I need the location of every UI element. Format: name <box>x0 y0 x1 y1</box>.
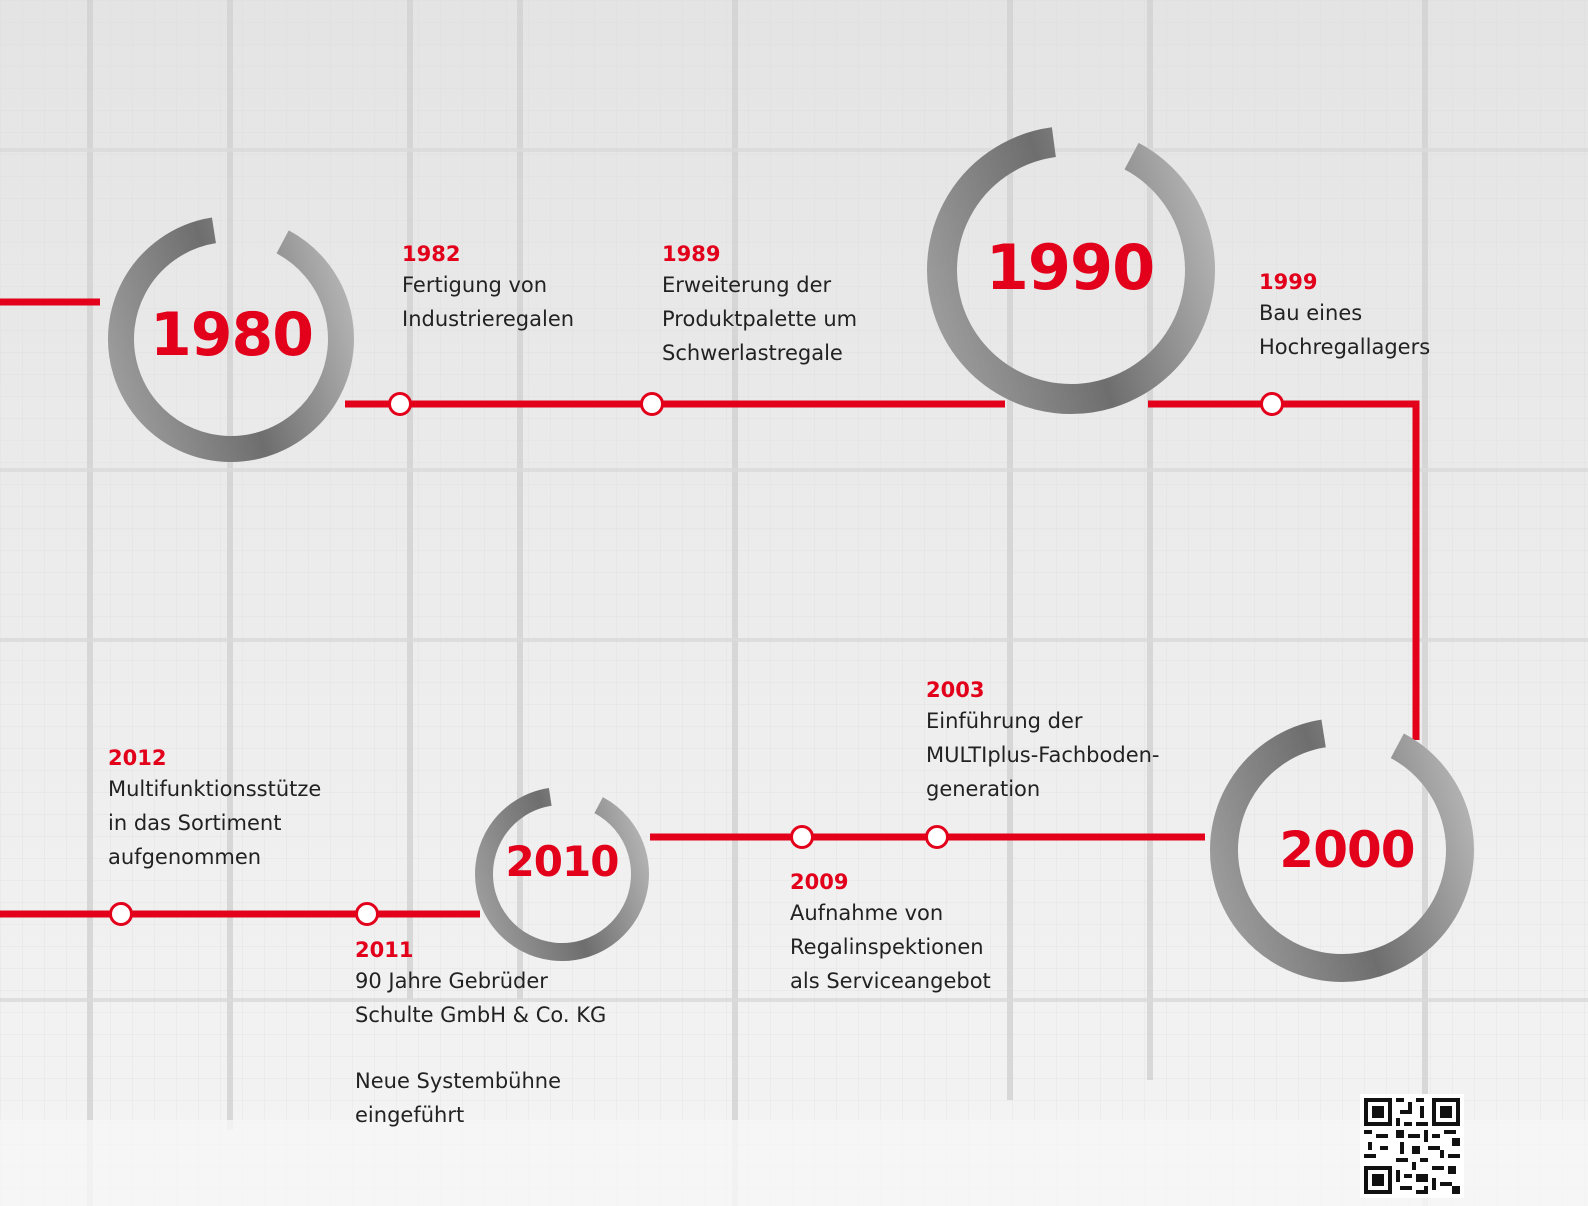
event-2009: 2009 Aufnahme von Regalinspektionen als … <box>790 868 1030 998</box>
ring-arc-icon <box>475 787 649 961</box>
event-year: 2003 <box>926 678 985 702</box>
event-year: 2011 <box>355 938 414 962</box>
event-year: 2009 <box>790 870 849 894</box>
event-1989: 1989 Erweiterung der Produktpalette um S… <box>662 240 912 370</box>
decade-2000-label: 2000 <box>1279 821 1415 879</box>
timeline-node-2009 <box>790 825 814 849</box>
event-1999: 1999 Bau eines Hochregallagers <box>1259 268 1479 364</box>
decade-1990-label: 1990 <box>985 231 1156 304</box>
ring-arc-icon <box>107 216 354 462</box>
event-description: Erweiterung der Produktpalette um Schwer… <box>662 273 858 365</box>
event-year: 1989 <box>662 242 721 266</box>
ring-1990 <box>912 111 1230 429</box>
ring-1980 <box>96 204 366 474</box>
event-1982: 1982 Fertigung von Industrieregalen <box>402 240 642 336</box>
event-description: Fertigung von Industrieregalen <box>402 273 575 331</box>
event-description: 90 Jahre Gebrüder Schulte GmbH & Co. KG <box>355 969 607 1027</box>
timeline-node-1999 <box>1260 392 1284 416</box>
decade-2010-label: 2010 <box>505 837 620 886</box>
timeline-node-1989 <box>640 392 664 416</box>
event-year: 1982 <box>402 242 461 266</box>
timeline-node-2003 <box>925 825 949 849</box>
event-year: 2012 <box>108 746 167 770</box>
ring-2000 <box>1196 704 1488 996</box>
timeline-node-2012 <box>109 902 133 926</box>
event-2011: 2011 90 Jahre Gebrüder Schulte GmbH & Co… <box>355 936 645 1132</box>
ring-arc-icon <box>1210 718 1474 982</box>
event-description: Aufnahme von Regalinspektionen als Servi… <box>790 901 991 993</box>
event-description: Einführung der MULTIplus-Fachboden- gene… <box>926 709 1160 801</box>
timeline-node-1982 <box>388 392 412 416</box>
timeline-segment-1990-2000 <box>1148 400 1420 740</box>
event-description-secondary: Neue Systembühne eingeführt <box>355 1069 562 1127</box>
ring-2010 <box>466 778 658 970</box>
event-2012: 2012 Multifunktionsstütze in das Sortime… <box>108 744 358 874</box>
qr-code-icon <box>1360 1094 1464 1198</box>
decade-1980-label: 1980 <box>150 300 314 370</box>
event-description: Bau eines Hochregallagers <box>1259 301 1431 359</box>
event-description: Multifunktionsstütze in das Sortiment au… <box>108 777 322 869</box>
timeline-node-2011 <box>355 902 379 926</box>
ring-arc-icon <box>927 125 1215 414</box>
event-year: 1999 <box>1259 270 1318 294</box>
event-2003: 2003 Einführung der MULTIplus-Fachboden-… <box>926 676 1196 806</box>
